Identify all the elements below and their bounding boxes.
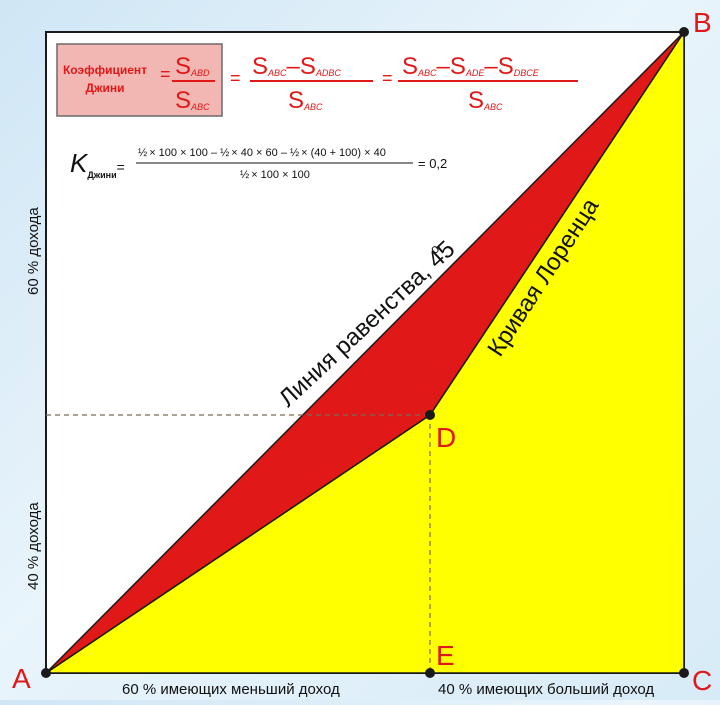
point-d-dot [425,410,435,420]
eq-sign-1: = [160,64,171,84]
point-d-label: D [436,422,456,453]
point-c-label: C [692,665,712,696]
point-b-label: B [693,7,712,38]
s-abc-2: SABC [288,87,323,114]
s-abc-3: SABC [468,87,503,114]
fraction-2: SABC–SADBC SABC [250,53,373,114]
point-e-dot [425,668,435,678]
point-a-label: A [12,663,31,694]
axis-label-left-bottom: 40 % дохода [25,502,42,590]
s-abc-1: SABC [175,87,210,114]
gini-area [45,31,685,674]
calc-denominator: ½× 100 × 100 [240,169,310,181]
point-e-label: E [436,640,455,671]
point-c-dot [679,668,689,678]
fraction-1: SABD SABC [172,53,215,114]
calc-numerator: ½× 100 × 100 –½× 40 × 60 –½× (40 + 100) … [138,147,386,159]
axis-label-bottom-right: 40 % имеющих больший доход [438,681,654,698]
calc-result: = 0,2 [418,156,447,171]
gini-calculation: KДжини= ½× 100 × 100 –½× 40 × 60 –½× (40… [70,147,447,181]
eq-sign-2: = [230,68,241,88]
k-symbol: KДжини= [70,148,125,180]
gini-box-line2: Джини [85,81,124,95]
s-abc-minus-s-ade-minus-s-dbce: SABC–SADE–SDBCE [402,53,540,80]
gini-box-line1: Коэффициент [63,63,147,77]
fraction-3: SABC–SADE–SDBCE SABC [398,53,578,114]
point-a-dot [41,668,51,678]
point-b-dot [679,27,689,37]
s-abd: SABD [175,53,210,80]
eq-sign-3: = [382,68,393,88]
axis-label-bottom-left: 60 % имеющих меньший доход [122,681,340,698]
s-abc-minus-s-adbc: SABC–SADBC [252,53,341,80]
axis-label-left-top: 60 % дохода [25,207,42,295]
